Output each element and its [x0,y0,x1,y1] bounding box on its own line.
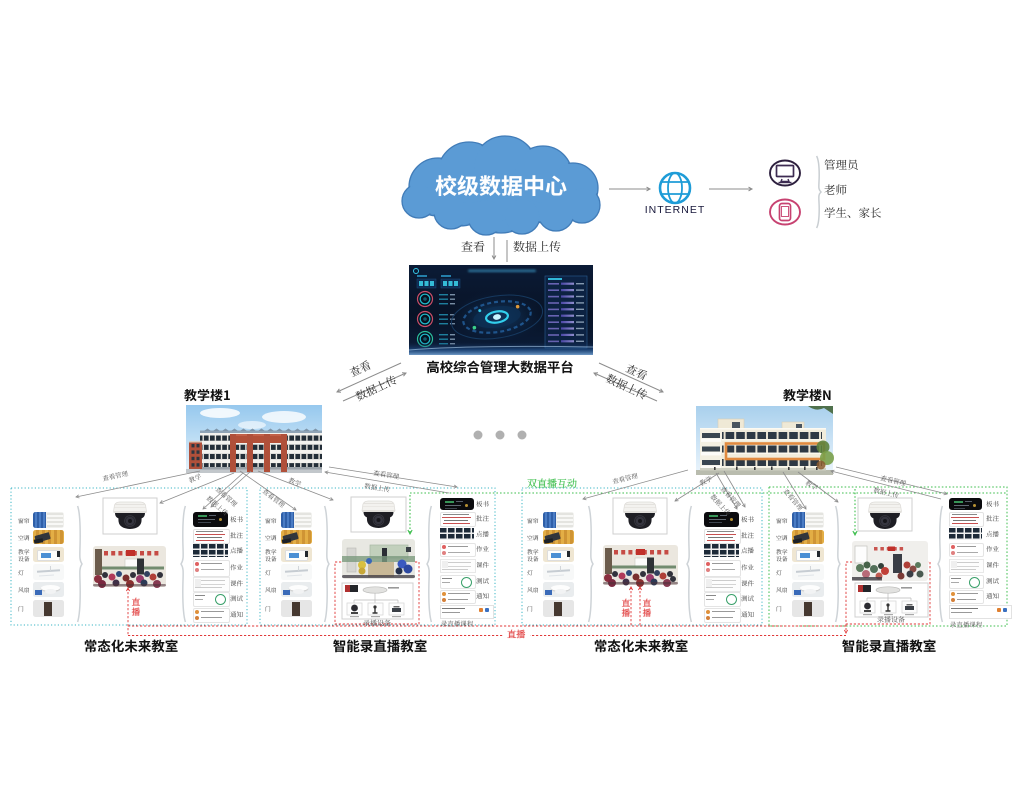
svg-text:INTERNET: INTERNET [645,204,706,216]
